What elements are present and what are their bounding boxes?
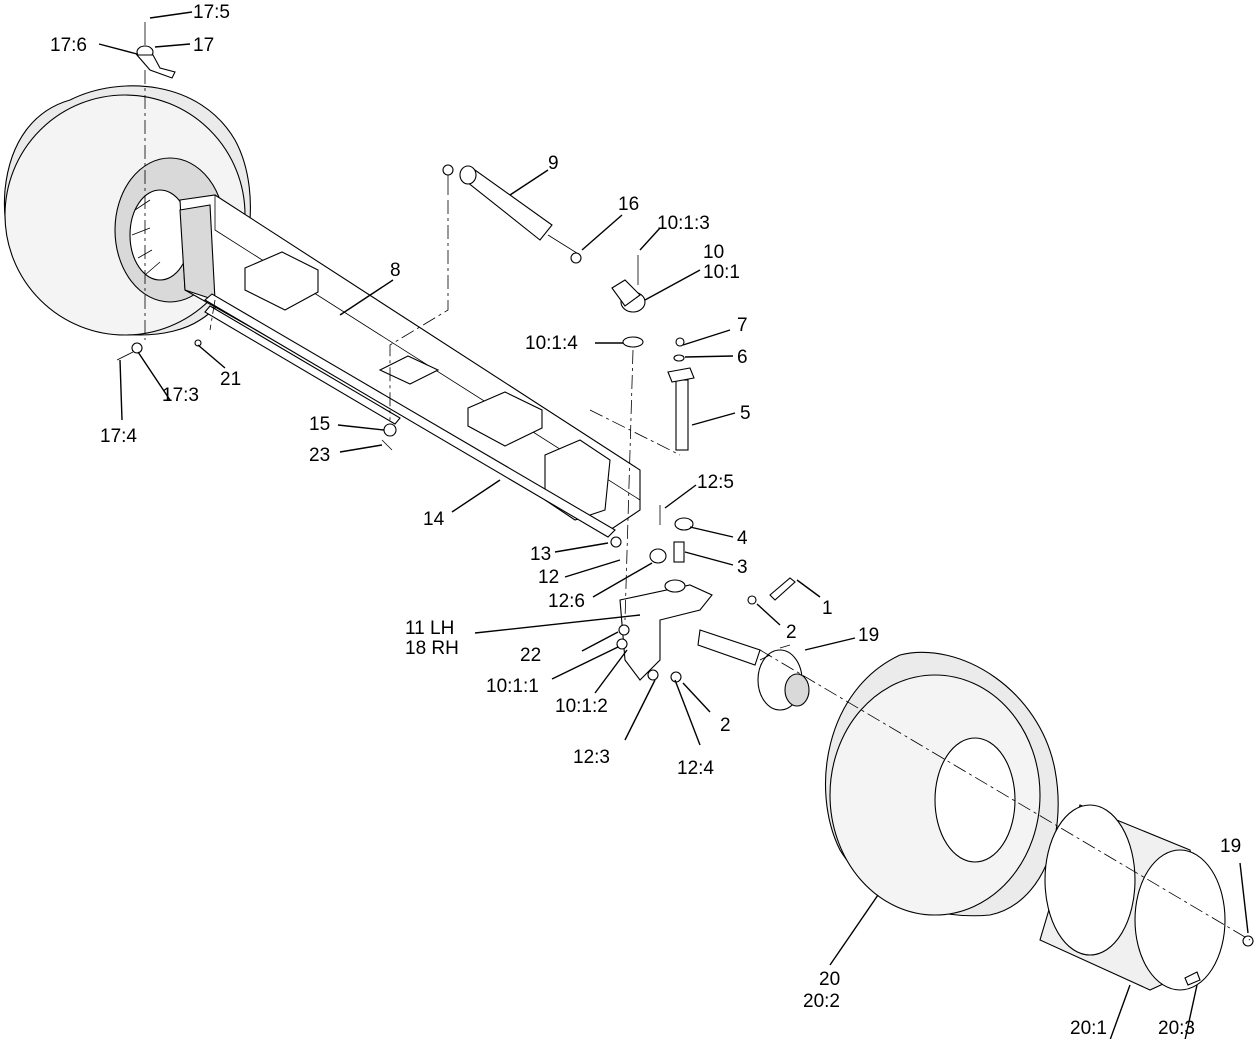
label-1: 1 xyxy=(822,598,833,619)
nut-10-1-1 xyxy=(616,638,628,650)
pin-21 xyxy=(194,339,202,347)
label-10-1-3: 10:1:3 xyxy=(657,213,710,234)
label-7: 7 xyxy=(737,315,748,336)
label-19b: 19 xyxy=(1220,836,1241,857)
label-17-3: 17:3 xyxy=(162,385,199,406)
kingpin xyxy=(667,337,695,451)
label-4: 4 xyxy=(737,528,748,549)
label-19a: 19 xyxy=(858,625,879,646)
bushing-3 xyxy=(673,541,685,563)
beam-bracket-upper xyxy=(244,251,319,311)
spindle xyxy=(619,579,761,681)
label-10-1: 10:1 xyxy=(703,262,740,283)
nut-17-3 xyxy=(131,342,143,354)
beam-bracket-lower xyxy=(467,391,543,447)
right-rim xyxy=(1039,804,1226,991)
nut-16 xyxy=(570,252,582,264)
steering-cylinder xyxy=(442,164,581,256)
label-23: 23 xyxy=(309,445,330,466)
beam-pad xyxy=(378,355,440,385)
label-18-rh: 18 RH xyxy=(405,638,459,659)
valve-stem xyxy=(1184,971,1201,986)
label-12-6: 12:6 xyxy=(548,591,585,612)
tie-rod-lower xyxy=(204,305,401,425)
label-9: 9 xyxy=(548,153,559,174)
bolt-1 xyxy=(769,577,796,601)
tie-rod-end-right xyxy=(611,255,646,348)
lug-nut-19 xyxy=(1242,935,1254,947)
label-2b: 2 xyxy=(720,715,731,736)
label-20: 20 xyxy=(819,969,840,990)
hub xyxy=(757,644,810,711)
nut-12-3 xyxy=(647,669,659,681)
leader-lines xyxy=(98,11,1249,1039)
label-10-1-4: 10:1:4 xyxy=(525,333,578,354)
label-12-3: 12:3 xyxy=(573,747,610,768)
label-5: 5 xyxy=(740,403,751,424)
label-17-6: 17:6 xyxy=(50,35,87,56)
label-12-5: 12:5 xyxy=(697,472,734,493)
label-10-1-2: 10:1:2 xyxy=(555,696,608,717)
label-6: 6 xyxy=(737,347,748,368)
bushing-4 xyxy=(674,517,694,531)
tie-rod-end-left xyxy=(135,22,176,79)
tie-rod xyxy=(204,293,616,538)
axle-beam xyxy=(179,194,641,531)
washer-13 xyxy=(610,536,622,548)
label-13: 13 xyxy=(530,544,551,565)
cotter-23 xyxy=(381,439,393,451)
label-17-5: 17:5 xyxy=(193,2,230,23)
label-20-2: 20:2 xyxy=(803,991,840,1012)
cotter-17-4 xyxy=(116,351,134,361)
label-20-1: 20:1 xyxy=(1070,1018,1107,1039)
label-17: 17 xyxy=(193,35,214,56)
label-8: 8 xyxy=(390,260,401,281)
label-12-4: 12:4 xyxy=(677,758,714,779)
ball-joint-12 xyxy=(649,548,667,564)
label-17-4: 17:4 xyxy=(100,426,137,447)
callout-labels: 17:5 17:6 17 9 16 10:1:3 10 10:1 8 7 6 1… xyxy=(50,2,1241,1039)
nut-2a xyxy=(747,595,757,605)
label-22: 22 xyxy=(520,645,541,666)
right-tire xyxy=(824,651,1059,917)
label-11-lh: 11 LH xyxy=(405,618,454,639)
nut-15 xyxy=(383,423,397,437)
dust-boot xyxy=(622,336,644,348)
label-14: 14 xyxy=(423,509,445,530)
label-21: 21 xyxy=(220,369,241,390)
label-16: 16 xyxy=(618,194,639,215)
label-3: 3 xyxy=(737,557,748,578)
nut-12-4 xyxy=(670,671,682,683)
label-2a: 2 xyxy=(786,622,797,643)
label-12: 12 xyxy=(538,567,559,588)
label-15: 15 xyxy=(309,414,330,435)
label-10-1-1: 10:1:1 xyxy=(486,676,539,697)
label-20-3: 20:3 xyxy=(1158,1018,1195,1039)
label-10: 10 xyxy=(703,242,724,263)
washer-22 xyxy=(618,624,630,636)
